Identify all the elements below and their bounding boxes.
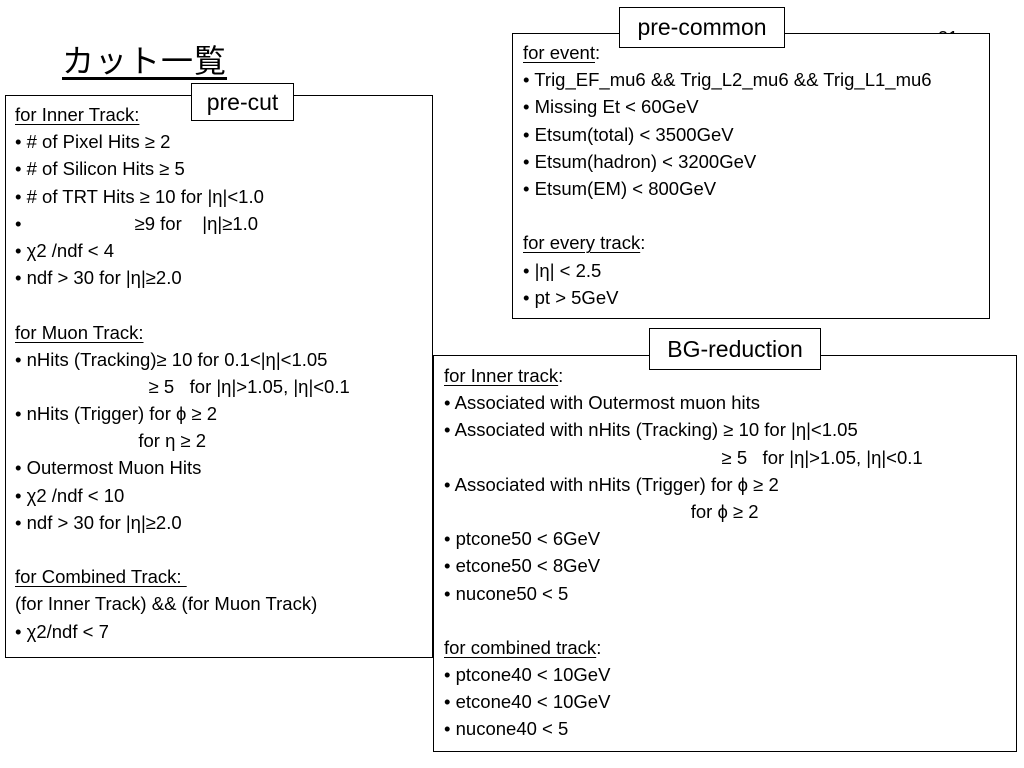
event-heading: for event <box>523 42 595 63</box>
muon-track-heading: for Muon Track: <box>15 321 144 343</box>
every-track-item: |η| < 2.5 <box>523 257 989 284</box>
inner-track-item: ndf > 30 for |η|≥2.0 <box>15 264 432 291</box>
bg-reduction-tag: BG-reduction <box>649 328 821 370</box>
muon-track-heading-line: for Muon Track: <box>15 319 432 346</box>
inner-track-heading-line: for Inner Track: <box>15 101 432 128</box>
bg-inner-track-item: ptcone50 < 6GeV <box>444 525 1016 552</box>
inner-track-item: χ2 /ndf < 4 <box>15 237 432 264</box>
bg-combined-track-heading-line: for combined track: <box>444 636 602 658</box>
bg-inner-track-heading: for Inner track <box>444 365 559 386</box>
bg-combined-track-item: ptcone40 < 10GeV <box>444 661 1016 688</box>
bg-reduction-content: for Inner track: Associated with Outermo… <box>444 362 1016 743</box>
blank-line <box>444 607 1016 634</box>
every-track-item: pt > 5GeV <box>523 284 989 311</box>
combined-track-heading: for Combined Track: <box>15 566 187 588</box>
bg-inner-track-item: etcone50 < 8GeV <box>444 552 1016 579</box>
event-item: Etsum(total) < 3500GeV <box>523 121 989 148</box>
event-item: Missing Et < 60GeV <box>523 93 989 120</box>
bg-combined-track-item: nucone40 < 5 <box>444 715 1016 742</box>
precommon-content: for event: Trig_EF_mu6 && Trig_L2_mu6 &&… <box>523 39 989 311</box>
bg-inner-track-continuation: for ϕ ≥ 2 <box>444 500 759 522</box>
bg-inner-track-heading-line: for Inner track: <box>444 365 564 386</box>
every-track-heading: for every track <box>523 232 641 254</box>
muon-track-item: Outermost Muon Hits <box>15 454 432 481</box>
combined-track-heading-line: for Combined Track: <box>15 563 432 590</box>
muon-track-item: nHits (Tracking)≥ 10 for 0.1<|η|<1.05 <box>15 346 432 373</box>
bg-inner-track-continuation: ≥ 5 for |η|>1.05, |η|<0.1 <box>444 446 923 468</box>
slide-title: カット一覧 <box>62 42 228 80</box>
bg-inner-track-item: Associated with nHits (Tracking) ≥ 10 fo… <box>444 416 1016 443</box>
muon-track-item: ndf > 30 for |η|≥2.0 <box>15 509 432 536</box>
blank-line <box>523 202 989 229</box>
event-item: Etsum(hadron) < 3200GeV <box>523 148 989 175</box>
muon-track-item: χ2 /ndf < 10 <box>15 482 432 509</box>
bg-reduction-box: for Inner track: Associated with Outermo… <box>433 355 1017 752</box>
bg-inner-track-item: Associated with nHits (Trigger) for ϕ ≥ … <box>444 471 1016 498</box>
precommon-tag: pre-common <box>619 7 785 48</box>
bg-combined-track-heading: for combined track <box>444 636 597 658</box>
event-item: Etsum(EM) < 800GeV <box>523 175 989 202</box>
blank-line <box>15 536 432 563</box>
bg-combined-track-item: etcone40 < 10GeV <box>444 688 1016 715</box>
precommon-box: for event: Trig_EF_mu6 && Trig_L2_mu6 &&… <box>512 33 990 319</box>
inner-track-item: # of Silicon Hits ≥ 5 <box>15 155 432 182</box>
combined-track-item: χ2/ndf < 7 <box>15 618 432 645</box>
inner-track-item: # of TRT Hits ≥ 10 for |η|<1.0 <box>15 183 432 210</box>
precut-box: for Inner Track: # of Pixel Hits ≥ 2 # o… <box>5 95 433 658</box>
combined-track-line: (for Inner Track) && (for Muon Track) <box>15 593 318 615</box>
inner-track-item: ≥9 for |η|≥1.0 <box>15 210 432 237</box>
precut-content: for Inner Track: # of Pixel Hits ≥ 2 # o… <box>15 101 432 645</box>
muon-track-continuation: for η ≥ 2 <box>15 430 207 452</box>
inner-track-item: # of Pixel Hits ≥ 2 <box>15 128 432 155</box>
inner-track-heading: for Inner Track: <box>15 104 140 125</box>
muon-track-continuation: ≥ 5 for |η|>1.05, |η|<0.1 <box>15 375 350 397</box>
every-track-heading-line: for every track: <box>523 232 646 254</box>
blank-line <box>15 291 432 318</box>
muon-track-item: nHits (Trigger) for ϕ ≥ 2 <box>15 400 432 427</box>
event-item: Trig_EF_mu6 && Trig_L2_mu6 && Trig_L1_mu… <box>523 66 989 93</box>
precut-tag: pre-cut <box>191 83 294 121</box>
event-heading-line: for event: <box>523 42 601 63</box>
bg-inner-track-item: Associated with Outermost muon hits <box>444 389 1016 416</box>
bg-inner-track-item: nucone50 < 5 <box>444 580 1016 607</box>
